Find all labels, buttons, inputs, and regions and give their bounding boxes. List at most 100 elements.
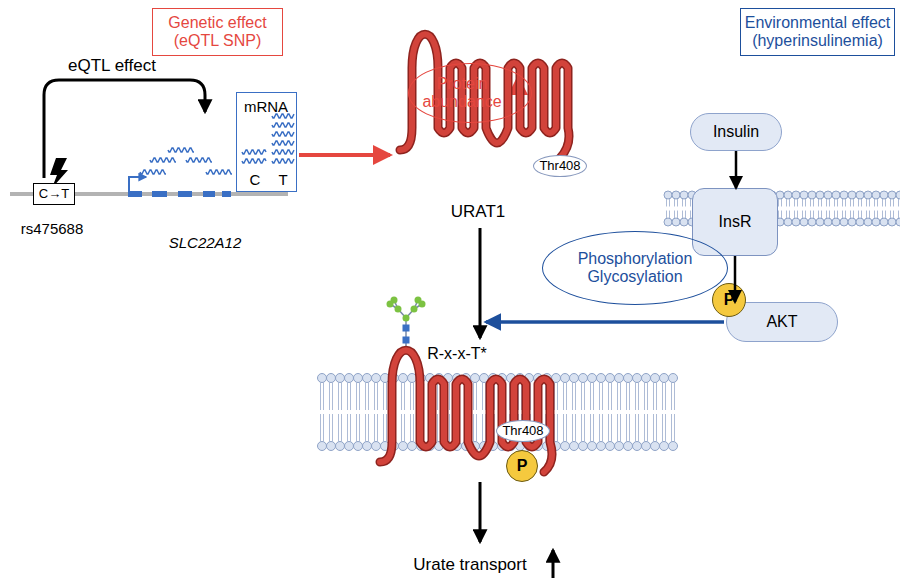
lipid-head: [816, 218, 824, 226]
mrna-squiggle: [272, 141, 294, 145]
node-text: Genetic effect (eQTL SNP): [156, 14, 279, 51]
annotation-label: rs475688: [21, 220, 84, 237]
lipid-tail: [348, 383, 351, 442]
glycan-circle: [403, 315, 410, 322]
node-text: Environmental effect (hyperinsulinemia): [744, 14, 891, 51]
heading-box: Environmental effect (hyperinsulinemia): [740, 8, 895, 56]
lipid-head: [880, 218, 888, 226]
phospho-circle: P: [506, 450, 538, 482]
lipid-tail: [899, 199, 900, 218]
lipid-head: [672, 218, 680, 226]
lipid-head: [664, 218, 672, 226]
lipid-head: [399, 374, 408, 383]
mrna-squiggle: [242, 159, 266, 163]
transcript-squiggle: [206, 170, 232, 174]
lipid-head: [651, 442, 660, 451]
lipid-head: [651, 374, 660, 383]
lipid-tail: [375, 383, 378, 442]
lipid-head: [624, 442, 633, 451]
lipid-head: [408, 442, 417, 451]
lipid-tail: [384, 383, 387, 442]
residue-oval: Thr408: [533, 155, 587, 177]
lipid-tail: [618, 383, 621, 442]
lipid-tail: [891, 199, 894, 218]
lipid-head: [372, 374, 381, 383]
trafficking-arrow: [479, 228, 482, 338]
lipid-head: [856, 191, 864, 199]
snp-box: C→T: [33, 183, 75, 205]
expression-arrow: [299, 153, 390, 157]
lipid-head: [792, 218, 800, 226]
lipid-head: [633, 442, 642, 451]
transcript-squiggle: [150, 158, 176, 162]
effect-ellipse: Protein abundance: [408, 63, 532, 123]
node-text: Thr408: [539, 159, 580, 174]
mrna-squiggle: [272, 150, 294, 154]
lipid-tail: [339, 383, 342, 442]
lipid-head: [808, 218, 816, 226]
node-text: Insulin: [713, 123, 759, 141]
lipid-head: [579, 374, 588, 383]
lipid-tail: [835, 199, 838, 218]
glycan-circle: [419, 301, 426, 308]
lipid-head: [327, 374, 336, 383]
lipid-head: [816, 191, 824, 199]
annotation-label: URAT1: [451, 202, 505, 222]
lipid-head: [597, 374, 606, 383]
lipid-head: [363, 442, 372, 451]
mrna-squiggle: [272, 123, 294, 127]
heading-box: Genetic effect (eQTL SNP): [152, 8, 283, 56]
lipid-head: [660, 442, 669, 451]
lipid-head: [597, 442, 606, 451]
lipid-tail: [683, 199, 686, 218]
glycan-square: [403, 325, 410, 332]
lipid-head: [372, 442, 381, 451]
lipid-tail: [573, 383, 576, 442]
lipid-head: [800, 218, 808, 226]
glycan-square: [403, 337, 410, 344]
transcript-squiggle: [140, 170, 166, 174]
lipid-tail: [591, 383, 594, 442]
lipid-head: [848, 191, 856, 199]
lipid-head: [856, 218, 864, 226]
node-text: mRNA: [237, 98, 295, 115]
lipid-head: [399, 442, 408, 451]
annotation-label: SLC22A12: [169, 234, 242, 251]
lipid-head: [615, 374, 624, 383]
lipid-head: [642, 374, 651, 383]
annotation-label: R-x-x-T*: [427, 345, 487, 363]
lipid-head: [354, 442, 363, 451]
lipid-head: [800, 191, 808, 199]
lipid-head: [345, 374, 354, 383]
lipid-head: [336, 374, 345, 383]
node-text: P: [724, 291, 735, 309]
lipid-tail: [795, 199, 798, 218]
lipid-head: [570, 374, 579, 383]
lipid-tail: [663, 383, 666, 442]
lipid-tail: [843, 199, 846, 218]
mrna-squiggle: [242, 150, 266, 154]
lipid-head: [832, 191, 840, 199]
lipid-head: [642, 442, 651, 451]
signal-arrow: [734, 256, 737, 302]
lipid-tail: [875, 199, 878, 218]
lipid-head: [363, 374, 372, 383]
lipid-head: [864, 191, 872, 199]
lipid-head: [327, 442, 336, 451]
receptor-box: InsR: [692, 188, 778, 256]
lipid-head: [606, 374, 615, 383]
lipid-tail: [366, 383, 369, 442]
lipid-head: [624, 374, 633, 383]
lipid-head: [660, 374, 669, 383]
lipid-head: [561, 374, 570, 383]
lipid-tail: [402, 383, 405, 442]
lipid-head: [579, 442, 588, 451]
lipid-head: [840, 191, 848, 199]
node-text: P: [517, 457, 528, 475]
node-text: T: [271, 171, 295, 188]
transcript-squiggle: [168, 148, 194, 152]
annotation-label: Urate transport: [413, 555, 526, 575]
lipid-tail: [883, 199, 886, 218]
kinase-pill: AKTP: [726, 302, 838, 342]
